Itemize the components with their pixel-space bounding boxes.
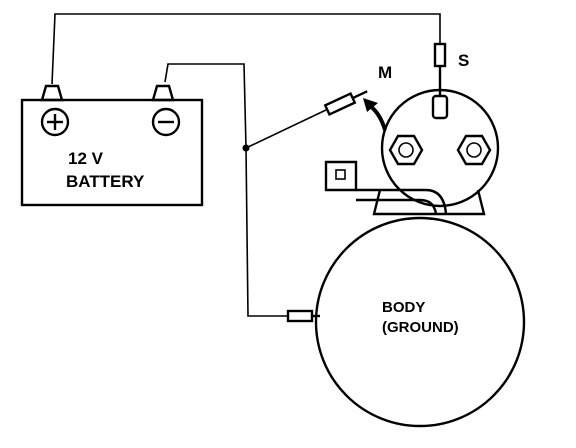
connect-arrowhead-icon bbox=[363, 98, 378, 112]
positive-terminal-icon bbox=[40, 107, 70, 137]
ground-label: (GROUND) bbox=[382, 319, 459, 336]
starter-motor: BODY (GROUND) bbox=[314, 189, 526, 428]
solenoid bbox=[380, 88, 500, 208]
wire-junction-to-m-lead bbox=[245, 109, 327, 149]
b-terminal-bolt-icon bbox=[456, 134, 492, 166]
body-label: BODY bbox=[382, 299, 425, 316]
s-terminal-connector bbox=[431, 94, 449, 120]
motor-flange bbox=[372, 189, 486, 216]
s-terminal-lead bbox=[431, 42, 449, 120]
wire-junction-dot bbox=[242, 144, 250, 152]
m-terminal-lead bbox=[323, 90, 387, 131]
battery-negative-post bbox=[151, 84, 175, 102]
connect-arrow-icon bbox=[367, 103, 387, 131]
battery-name-label: BATTERY bbox=[66, 172, 145, 191]
field-strap bbox=[324, 160, 448, 215]
terminal-m-label: M bbox=[378, 63, 392, 82]
m-terminal-bolt-icon bbox=[388, 134, 424, 166]
wire-junction-to-body bbox=[245, 147, 288, 317]
battery-voltage-label: 12 V bbox=[68, 149, 104, 168]
battery-positive-post bbox=[40, 84, 64, 102]
battery: 12 V BATTERY bbox=[20, 84, 204, 207]
wire-positive-to-s-terminal bbox=[51, 13, 441, 85]
negative-terminal-icon bbox=[151, 107, 181, 137]
ground-lead bbox=[286, 309, 320, 323]
motor-body bbox=[314, 216, 526, 428]
battery-case bbox=[20, 98, 204, 207]
s-lead-clip bbox=[433, 42, 447, 68]
m-lead-clip bbox=[323, 91, 357, 117]
wire-negative-to-junction bbox=[164, 63, 247, 149]
ground-lead-clip bbox=[286, 309, 314, 323]
terminal-s-label: S bbox=[458, 51, 469, 70]
